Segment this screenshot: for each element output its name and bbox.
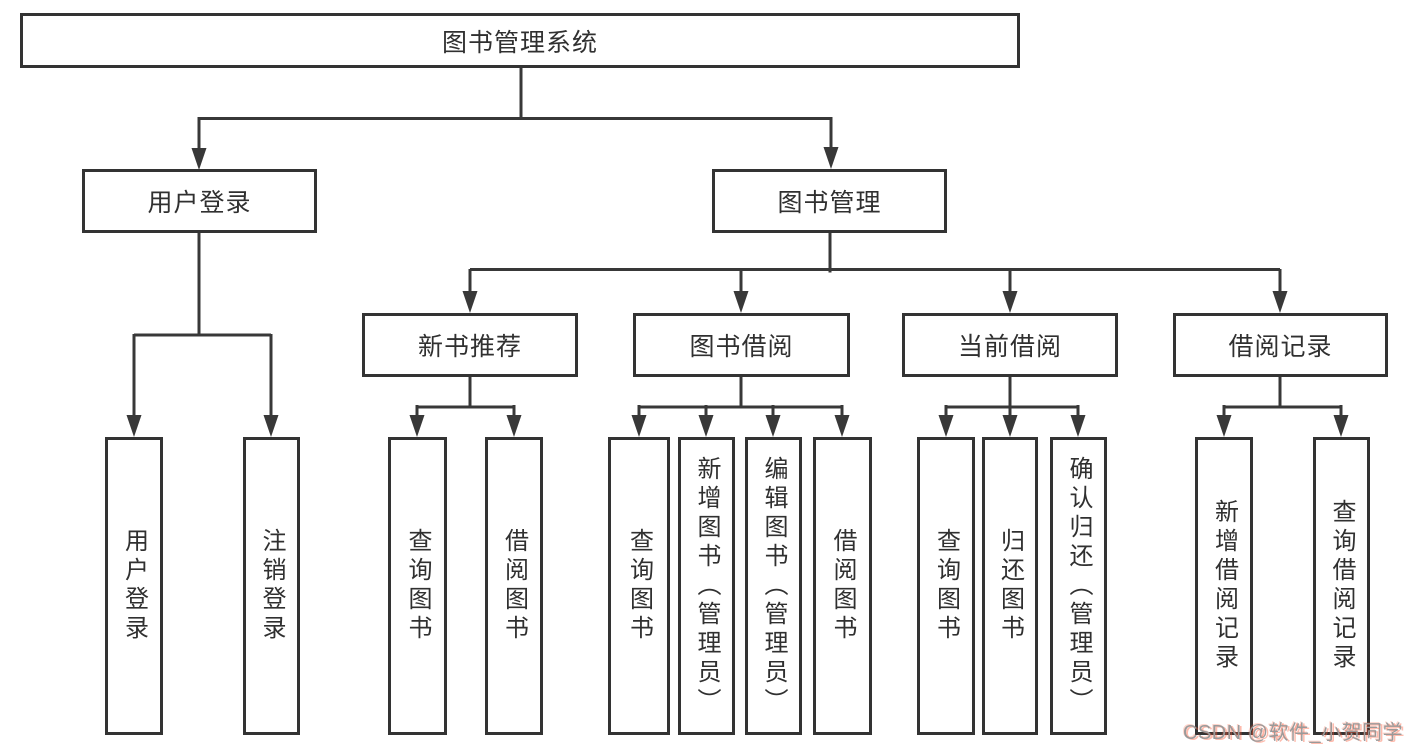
node-book-borrowing: 图书借阅: [633, 313, 850, 377]
node-label: 查询图书: [404, 528, 431, 644]
node-label: 新增借阅记录: [1210, 499, 1238, 673]
leaf-query-books-borrowing: 查询图书: [608, 437, 670, 735]
node-label: 用户登录: [147, 189, 252, 217]
node-label: 编辑图书（管理员）: [760, 455, 787, 717]
arrowheads: [126, 117, 1349, 437]
node-label: 图书借阅: [689, 333, 794, 361]
node-label: 用户登录: [120, 528, 148, 644]
leaf-confirm-return-admin: 确认归还（管理员）: [1050, 437, 1107, 735]
node-label: 新增图书（管理员）: [693, 455, 720, 717]
node-label: 归还图书: [996, 528, 1024, 644]
node-current-borrowing: 当前借阅: [902, 313, 1118, 377]
node-label: 借阅图书: [500, 528, 528, 644]
node-label: 确认归还（管理员）: [1065, 455, 1092, 717]
node-new-book-recommend: 新书推荐: [362, 313, 578, 377]
node-library-system: 图书管理系统: [20, 13, 1020, 68]
node-borrow-records: 借阅记录: [1173, 313, 1388, 377]
node-label: 查询图书: [932, 528, 960, 644]
node-user-login: 用户登录: [82, 169, 317, 233]
node-label: 借阅图书: [829, 528, 856, 644]
leaf-borrow-books: 借阅图书: [813, 437, 872, 735]
leaf-query-borrow-record: 查询借阅记录: [1313, 437, 1370, 735]
node-label: 借阅记录: [1228, 333, 1333, 361]
leaf-query-books-current: 查询图书: [917, 437, 975, 735]
leaf-query-books-recommend: 查询图书: [388, 437, 447, 735]
tree-branch-lines: [134, 68, 1341, 409]
leaf-add-books-admin: 新增图书（管理员）: [678, 437, 735, 735]
node-label: 查询图书: [625, 528, 653, 644]
node-label: 图书管理系统: [441, 28, 598, 57]
leaf-user-login: 用户登录: [105, 437, 163, 735]
leaf-borrow-books-recommend: 借阅图书: [485, 437, 543, 735]
leaf-edit-books-admin: 编辑图书（管理员）: [745, 437, 802, 735]
node-label: 图书管理: [777, 189, 882, 217]
leaf-logout: 注销登录: [243, 437, 300, 735]
csdn-watermark: CSDN @软件_小贺同学: [1183, 722, 1404, 744]
node-book-management: 图书管理: [712, 169, 947, 233]
node-label: 新书推荐: [417, 333, 522, 361]
node-label: 当前借阅: [957, 333, 1062, 361]
node-label: 查询借阅记录: [1328, 499, 1355, 673]
leaf-add-borrow-record: 新增借阅记录: [1195, 437, 1253, 735]
node-label: 注销登录: [258, 528, 285, 644]
leaf-return-books: 归还图书: [982, 437, 1038, 735]
